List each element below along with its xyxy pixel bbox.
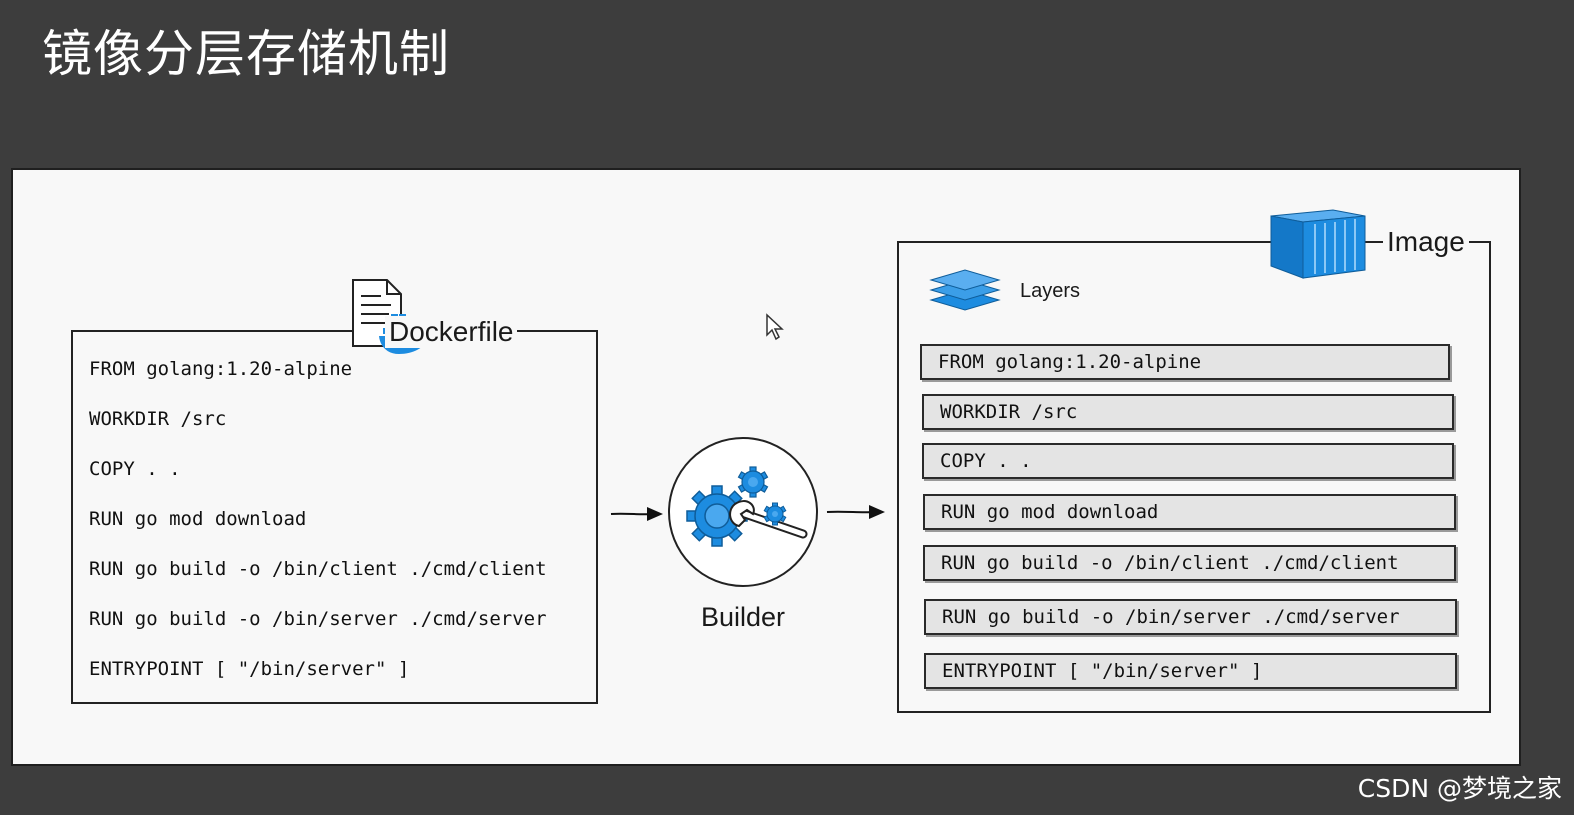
gears-wrench-icon bbox=[668, 437, 818, 587]
dockerfile-box bbox=[71, 330, 598, 704]
dockerfile-line: WORKDIR /src bbox=[89, 408, 227, 430]
arrow-to-builder bbox=[610, 507, 663, 521]
arrow-to-image bbox=[826, 505, 885, 519]
mouse-cursor-icon bbox=[766, 313, 784, 341]
image-layer: FROM golang:1.20-alpine bbox=[920, 344, 1450, 380]
image-layer: RUN go mod download bbox=[923, 494, 1456, 530]
diagram-canvas: Dockerfile FROM golang:1.20-alpine WORKD… bbox=[11, 168, 1521, 766]
layers-label: Layers bbox=[1020, 280, 1081, 302]
dockerfile-line: RUN go build -o /bin/server ./cmd/server bbox=[89, 608, 547, 630]
slide-title: 镜像分层存储机制 bbox=[42, 25, 450, 83]
dockerfile-line: RUN go build -o /bin/client ./cmd/client bbox=[89, 558, 547, 580]
image-label: Image bbox=[1383, 226, 1469, 258]
image-box bbox=[897, 241, 1491, 713]
dockerfile-line: FROM golang:1.20-alpine bbox=[89, 358, 353, 380]
layers-stack-icon bbox=[929, 269, 1001, 311]
dockerfile-line: ENTRYPOINT [ "/bin/server" ] bbox=[89, 658, 410, 680]
image-layer: RUN go build -o /bin/server ./cmd/server bbox=[924, 599, 1457, 635]
image-layer: WORKDIR /src bbox=[922, 394, 1454, 430]
watermark: CSDN @梦境之家 bbox=[1357, 774, 1562, 803]
dockerfile-label: Dockerfile bbox=[385, 316, 518, 348]
builder-label: Builder bbox=[701, 602, 786, 632]
image-layer: COPY . . bbox=[922, 443, 1454, 479]
image-layer: RUN go build -o /bin/client ./cmd/client bbox=[923, 545, 1456, 581]
image-layer: ENTRYPOINT [ "/bin/server" ] bbox=[924, 653, 1457, 689]
dockerfile-line: COPY . . bbox=[89, 458, 181, 480]
shipping-container-icon bbox=[1270, 209, 1366, 279]
dockerfile-line: RUN go mod download bbox=[89, 508, 307, 530]
